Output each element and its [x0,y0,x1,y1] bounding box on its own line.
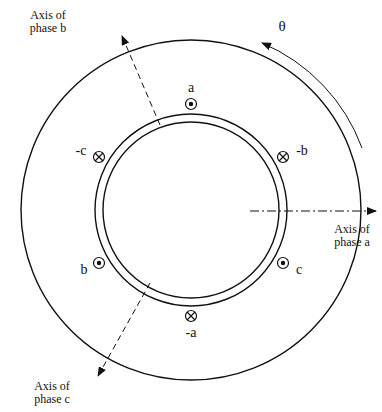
rotor-outline [103,122,279,298]
axis-label: Axis of phase c [24,380,80,406]
stator-bore [95,114,287,306]
coil-label: c [296,262,302,277]
stator-outline [21,40,361,380]
coil-label: -c [76,143,87,158]
coil-label: a [188,80,194,95]
axis-c-line [98,283,150,376]
axis-a-line [250,211,376,212]
coil-symbols [94,99,289,322]
coil-label: -b [296,143,308,158]
axis-label: Axis of phase b [20,9,76,35]
axis-b-line [122,36,160,125]
angle-label: θ [278,18,285,35]
coil-label: b [81,262,88,277]
coil-label: -a [186,325,197,340]
axis-label: Axis of phase a [327,223,377,249]
theta-arc [262,43,362,148]
